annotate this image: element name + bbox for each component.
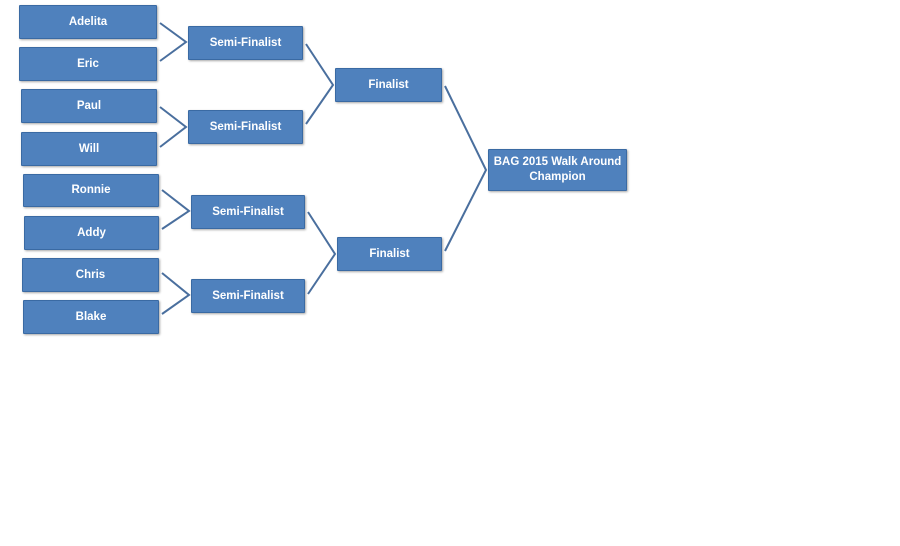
final-label: Finalist <box>369 247 410 260</box>
player-box-chris: Chris <box>22 258 159 292</box>
final-label: Finalist <box>368 78 409 91</box>
semifinal-box-3: Semi-Finalist <box>191 195 305 229</box>
final-box-2: Finalist <box>337 237 442 271</box>
player-box-adelita: Adelita <box>19 5 157 39</box>
connector-line <box>161 272 191 315</box>
player-box-addy: Addy <box>24 216 159 250</box>
player-name: Adelita <box>68 15 108 28</box>
semifinal-box-4: Semi-Finalist <box>191 279 305 313</box>
connector-line <box>161 189 191 230</box>
player-name: Paul <box>76 99 102 112</box>
player-box-ronnie: Ronnie <box>23 174 159 207</box>
semifinal-label: Semi-Finalist <box>212 205 284 218</box>
champion-box: BAG 2015 Walk Around Champion <box>488 149 627 191</box>
player-name: Eric <box>77 57 99 70</box>
connector-line <box>444 85 488 252</box>
player-box-paul: Paul <box>21 89 157 123</box>
final-box-1: Finalist <box>335 68 442 102</box>
semifinal-box-2: Semi-Finalist <box>188 110 303 144</box>
player-name: Chris <box>75 268 106 281</box>
player-name: Ronnie <box>71 184 111 196</box>
player-name: Will <box>78 142 100 155</box>
connector-line <box>305 43 335 125</box>
player-box-eric: Eric <box>19 47 157 81</box>
semifinal-label: Semi-Finalist <box>209 120 282 133</box>
player-name: Addy <box>77 226 106 239</box>
semifinal-box-1: Semi-Finalist <box>188 26 303 60</box>
champion-label: BAG 2015 Walk Around Champion <box>493 156 622 183</box>
player-name: Blake <box>75 310 107 323</box>
connector-line <box>159 22 188 62</box>
player-box-will: Will <box>21 132 157 166</box>
connector-line <box>159 106 188 148</box>
player-box-blake: Blake <box>23 300 159 334</box>
semifinal-label: Semi-Finalist <box>209 36 282 49</box>
semifinal-label: Semi-Finalist <box>212 289 284 302</box>
connector-line <box>307 211 337 295</box>
